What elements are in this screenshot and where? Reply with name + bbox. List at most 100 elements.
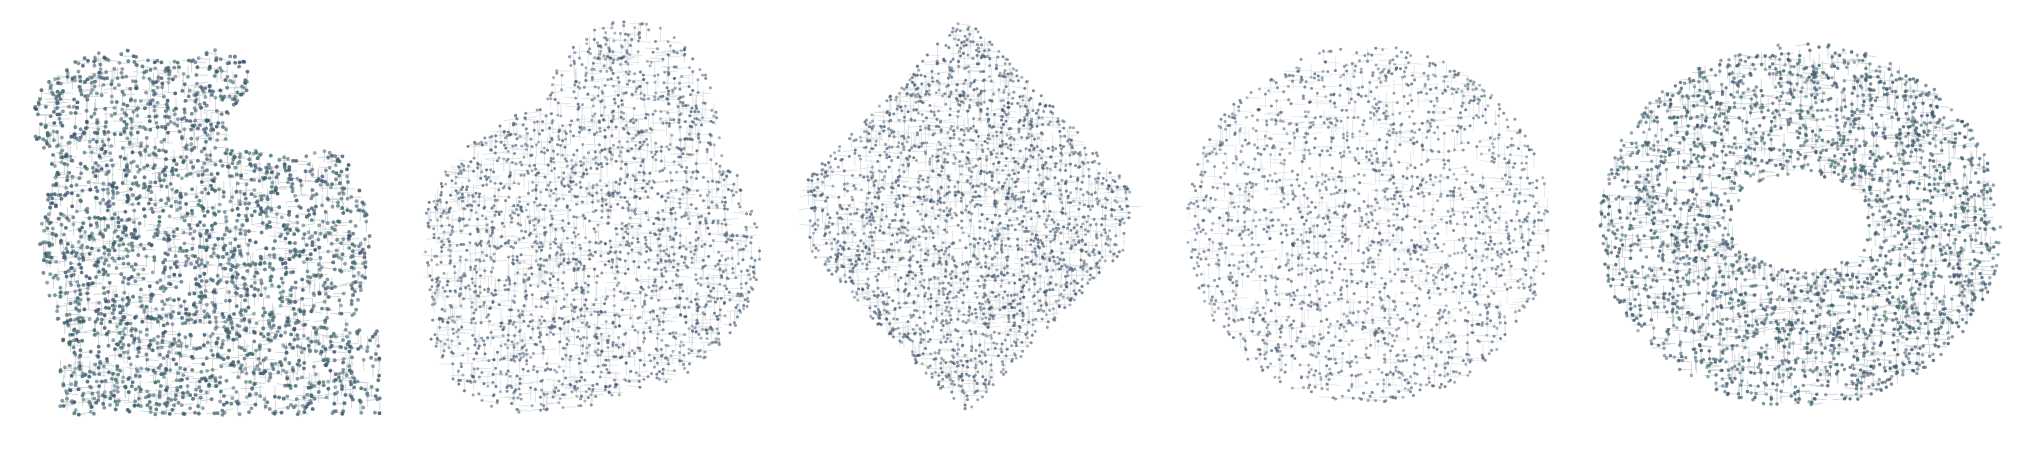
point — [521, 367, 525, 371]
point — [494, 139, 498, 143]
point — [233, 54, 237, 59]
point — [113, 212, 117, 217]
point — [233, 291, 238, 295]
point — [456, 369, 460, 373]
point — [343, 261, 347, 266]
point — [50, 226, 55, 231]
point — [195, 81, 199, 86]
point — [595, 131, 599, 135]
point — [377, 373, 381, 378]
point — [745, 212, 748, 216]
point — [563, 320, 567, 324]
point — [235, 323, 240, 328]
point — [639, 164, 643, 168]
point — [80, 252, 84, 257]
point — [261, 193, 266, 198]
point — [111, 202, 116, 206]
point — [96, 398, 101, 403]
point — [52, 110, 56, 114]
point — [432, 236, 436, 240]
point — [752, 275, 756, 279]
point — [868, 215, 872, 219]
point — [546, 292, 550, 296]
point — [50, 162, 54, 166]
point — [599, 254, 603, 258]
point — [198, 300, 203, 304]
point — [749, 241, 753, 245]
point — [271, 367, 276, 371]
point — [449, 193, 452, 197]
point — [333, 154, 338, 159]
point — [610, 265, 614, 269]
point — [540, 296, 544, 300]
point — [709, 299, 712, 303]
point — [694, 278, 698, 282]
point — [209, 374, 214, 379]
point — [528, 164, 532, 168]
point — [671, 265, 675, 269]
point — [342, 186, 347, 191]
point — [577, 105, 581, 109]
point — [118, 155, 123, 159]
point — [69, 134, 74, 139]
point — [624, 243, 628, 247]
point — [178, 193, 183, 198]
point — [376, 378, 381, 383]
point — [293, 312, 297, 316]
point — [506, 134, 510, 138]
point — [460, 276, 464, 280]
point — [570, 327, 574, 331]
point — [612, 143, 615, 147]
point — [665, 356, 669, 360]
point — [489, 148, 493, 152]
point — [293, 193, 297, 198]
point — [189, 317, 194, 322]
point — [666, 111, 670, 115]
point — [326, 379, 331, 384]
point — [267, 220, 272, 225]
point — [116, 399, 121, 403]
point — [572, 231, 576, 235]
point — [567, 339, 571, 343]
point — [637, 379, 641, 383]
point — [709, 289, 713, 293]
point — [597, 242, 601, 246]
point — [231, 360, 236, 365]
point — [642, 302, 646, 306]
point — [505, 159, 509, 163]
point — [538, 203, 542, 207]
point — [192, 301, 197, 305]
point — [588, 248, 592, 252]
point — [672, 76, 676, 80]
point — [439, 214, 443, 218]
point — [274, 333, 278, 338]
point — [258, 361, 262, 366]
point — [457, 219, 461, 223]
point — [106, 273, 110, 277]
point — [490, 404, 493, 408]
point — [223, 299, 228, 303]
point — [574, 96, 578, 100]
point — [362, 251, 367, 256]
point — [199, 279, 204, 283]
point — [334, 248, 339, 253]
point — [308, 252, 313, 257]
point — [228, 199, 233, 204]
point — [438, 326, 442, 329]
point — [451, 377, 455, 381]
point — [330, 204, 335, 209]
point — [433, 254, 437, 258]
point — [170, 169, 174, 174]
point — [271, 411, 276, 415]
point — [289, 332, 293, 337]
point — [627, 244, 631, 248]
point — [221, 255, 225, 259]
point — [612, 114, 615, 118]
point — [659, 249, 663, 253]
point — [247, 318, 252, 323]
point — [127, 298, 131, 303]
point — [47, 80, 51, 84]
point — [647, 258, 651, 262]
point — [671, 88, 675, 92]
point — [565, 236, 569, 240]
